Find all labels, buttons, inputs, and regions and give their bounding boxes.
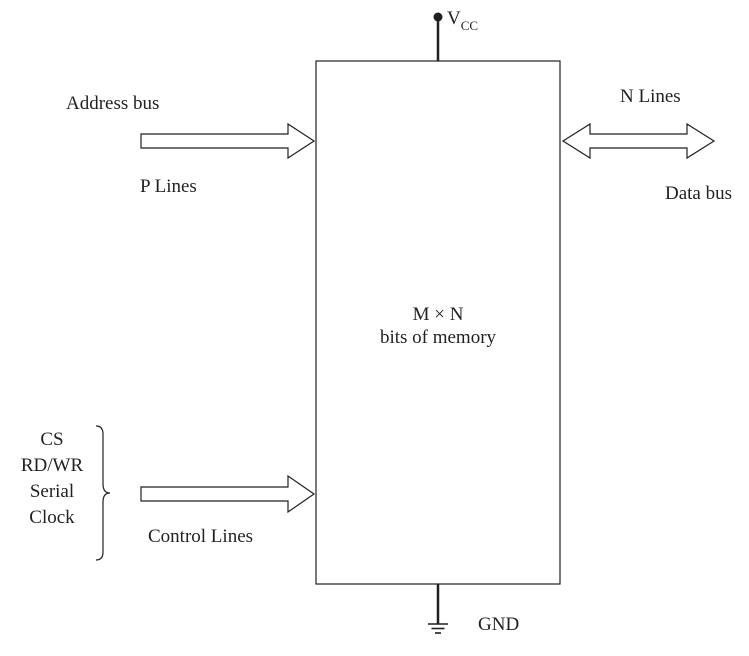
right-brace xyxy=(95,425,111,561)
data-bus-label: Data bus xyxy=(665,183,732,204)
signal-clock: Clock xyxy=(29,507,75,528)
vcc-label: VCC xyxy=(447,8,478,33)
ground-icon xyxy=(428,623,448,634)
memory-size-label: M × N xyxy=(413,304,464,325)
gnd-label: GND xyxy=(478,614,519,635)
p-lines-label: P Lines xyxy=(140,176,197,197)
signal-rd-wr: RD/WR xyxy=(21,455,84,476)
address-bus-label: Address bus xyxy=(66,93,159,114)
data-bus-arrow xyxy=(561,122,716,160)
memory-description: bits of memory xyxy=(380,327,497,348)
n-lines-label: N Lines xyxy=(620,86,681,107)
signal-cs: CS xyxy=(40,429,63,450)
signal-serial: Serial xyxy=(30,481,74,502)
control-lines-arrow xyxy=(140,474,316,514)
control-lines-label: Control Lines xyxy=(148,526,253,547)
address-bus-arrow xyxy=(140,122,316,160)
